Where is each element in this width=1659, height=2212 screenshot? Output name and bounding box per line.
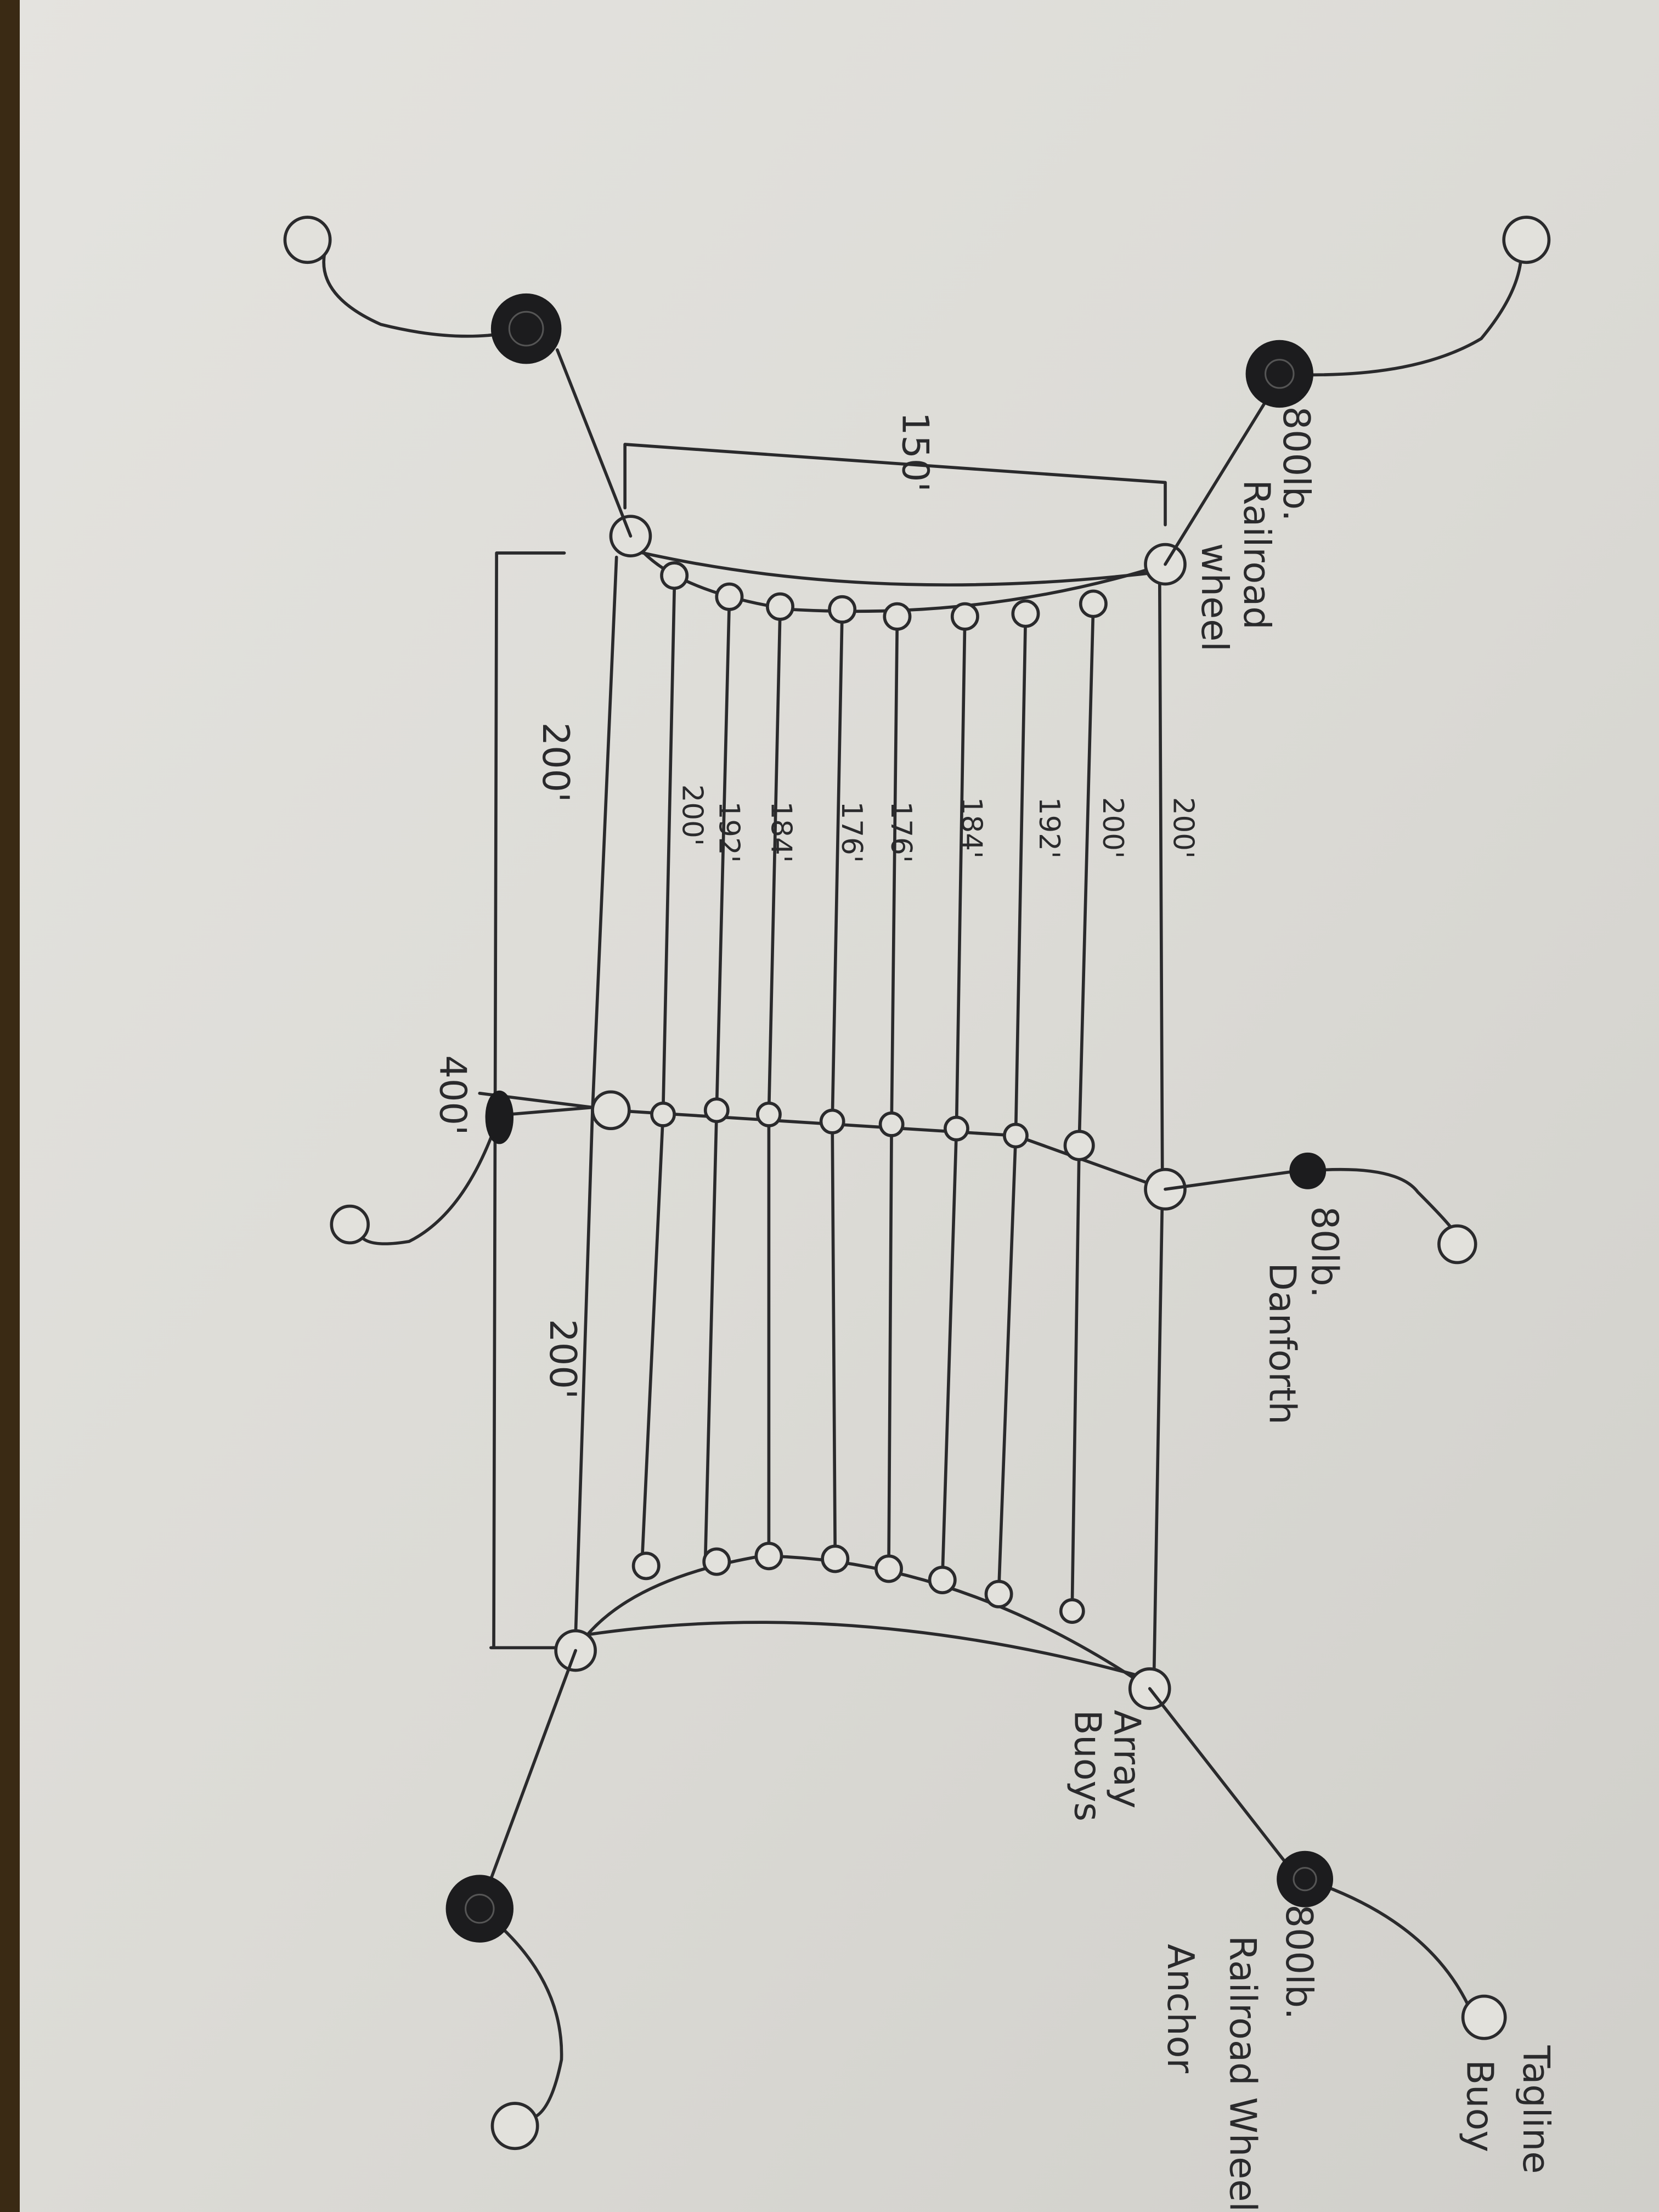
line-length: 200' (1166, 797, 1199, 859)
anchors (283, 216, 1551, 2151)
label-line: Railroad Wheel (1221, 1936, 1264, 2212)
railroad-wheel-anchor-icon (1277, 1850, 1334, 1908)
top-anchor-label: 800lb. Railroad wheel (1193, 407, 1318, 652)
tagline-buoy-label: Tagline Buoy (1458, 2045, 1558, 2174)
railroad-wheel-anchor-icon (1245, 340, 1314, 408)
table-edge (0, 0, 20, 2212)
line-length: 176' (884, 802, 917, 863)
array-buoys (554, 515, 1187, 1710)
label-line: wheel (1193, 543, 1236, 652)
tagline-buoy-icon (283, 216, 332, 264)
danforth-anchor-icon (1289, 1152, 1327, 1189)
danforth-label: 80lb. Danforth (1261, 1206, 1346, 1425)
railroad-wheel-anchor-icon (490, 293, 562, 364)
label-line: 80lb. (1303, 1206, 1346, 1298)
total-length-label: 400' (431, 1055, 474, 1135)
width-dimension-label: 150' (894, 412, 937, 492)
bottom-arc (574, 1621, 1152, 1680)
danforth-anchor-icon (485, 1090, 514, 1144)
half-length-bottom-label: 200' (541, 1319, 584, 1399)
array-buoys-label: Array Buoys (1066, 1710, 1148, 1822)
line-length: 184' (765, 802, 798, 863)
bottom-row-line (574, 1554, 1152, 1690)
tagline-buoy-icon (490, 2102, 539, 2151)
line-length: 192' (712, 802, 745, 863)
line-length: 200' (1096, 797, 1129, 859)
label-line: Array (1105, 1710, 1148, 1809)
line-length: 200' (676, 785, 709, 846)
half-length-top-label: 200' (534, 723, 577, 803)
label-line: 800lb. (1275, 407, 1318, 522)
width-dimension: 150' (623, 412, 1167, 527)
label-line: 800lb. (1278, 1904, 1321, 2019)
line-length: 192' (1032, 797, 1065, 859)
label-line: Buoy (1458, 2059, 1501, 2152)
label-line: Anchor (1159, 1944, 1202, 2073)
label-line: Railroad (1235, 479, 1278, 629)
tagline-buoy-icon (1461, 1994, 1507, 2040)
tagline-buoy-icon (1502, 216, 1551, 264)
tagline-buoy-icon (1437, 1224, 1477, 1265)
line-length: 176' (835, 802, 868, 863)
bottom-anchor-label: 800lb. Railroad Wheel Anchor (1159, 1904, 1321, 2211)
line-length-labels: 200' 200' 192' 184' 176' 176' 184' 192' … (676, 785, 1200, 863)
line-length: 184' (955, 797, 988, 859)
label-line: Tagline (1515, 2045, 1558, 2174)
corner-buoy (591, 1090, 631, 1130)
top-arc (629, 549, 1167, 586)
railroad-wheel-anchor-icon (445, 1875, 514, 1943)
label-line: Buoys (1066, 1710, 1109, 1822)
tagline-buoy-icon (330, 1204, 370, 1245)
label-line: Danforth (1261, 1262, 1304, 1424)
